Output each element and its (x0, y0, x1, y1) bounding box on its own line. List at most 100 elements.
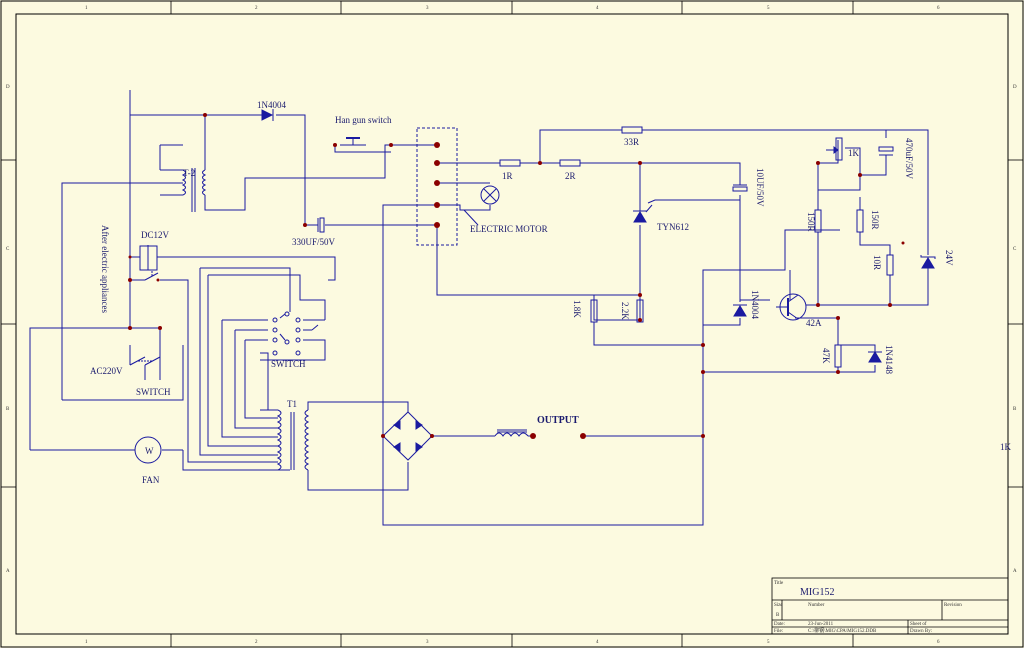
relay-contact (144, 270, 159, 281)
size-value: B (776, 613, 780, 618)
label-switch-main: SWITCH (136, 387, 171, 397)
resistor-1-8k (590, 299, 598, 323)
relay-coil-dc12v (139, 245, 158, 271)
row-a-left: A (6, 569, 10, 574)
zone-labels: 1 2 3 4 5 6 1 2 3 4 5 6 D C B A D C B A (6, 6, 1017, 645)
motor-pointer (463, 209, 479, 226)
col-3-top: 3 (426, 6, 429, 11)
label-24v: 24V (944, 250, 954, 266)
electric-motor-symbol (480, 185, 500, 205)
resistor-150r-a (814, 209, 822, 233)
diode-1n4148 (868, 351, 882, 363)
selector-switch[interactable] (272, 311, 319, 356)
label-tyn612: TYN612 (657, 222, 689, 232)
label-switch-selector: SWITCH (271, 359, 306, 369)
row-c-left: C (6, 247, 10, 252)
row-d-right: D (1013, 85, 1017, 90)
components (129, 109, 936, 471)
row-b-left: B (6, 407, 10, 412)
zener-24v (920, 255, 936, 269)
label-diode-top: 1N4004 (257, 100, 286, 110)
resistor-1r (499, 159, 521, 167)
number-caption: Number (808, 603, 825, 608)
row-d-left: D (6, 85, 10, 90)
capacitor-330uf (317, 217, 325, 233)
resistor-10r (886, 254, 894, 276)
resistor-33r (621, 126, 643, 134)
revision-caption: Revision (944, 603, 962, 608)
row-a-right: A (1013, 569, 1017, 574)
label-2r: 2R (565, 171, 576, 181)
terminal-box (416, 127, 458, 246)
han-gun-switch[interactable] (340, 137, 366, 146)
transistor-42a (776, 293, 807, 321)
potentiometer-1k (826, 137, 843, 161)
label-electric-motor: ELECTRIC MOTOR (470, 224, 548, 234)
label-1n4148: 1N4148 (884, 345, 894, 374)
col-1-bottom: 1 (85, 640, 88, 645)
label-1r: 1R (502, 171, 513, 181)
row-c-right: C (1013, 247, 1017, 252)
transformer-t2 (181, 168, 207, 212)
switch-ac220v[interactable] (129, 356, 161, 380)
size-caption: Size (774, 603, 783, 608)
label-stray-1k: 1K (1000, 442, 1012, 452)
col-2-top: 2 (255, 6, 258, 11)
date-caption: Date: (774, 622, 785, 627)
capacitor-470uf (878, 146, 894, 156)
label-t2: T-2 (183, 168, 195, 178)
label-2-2k: 2.2K (620, 302, 630, 320)
col-1-top: 1 (85, 6, 88, 11)
label-1-8k: 1.8K (572, 300, 582, 318)
date-value: 23-Jun-2011 (808, 622, 834, 627)
thyristor-tyn612 (633, 200, 653, 223)
label-dc12v: DC12V (141, 230, 170, 240)
label-10uf: 10UF/50V (755, 168, 765, 207)
diode-1n4004-top (261, 109, 274, 121)
col-4-top: 4 (596, 6, 599, 11)
title-value: MIG152 (800, 587, 834, 598)
junctions (128, 113, 905, 439)
col-6-top: 6 (937, 6, 940, 11)
label-fan-w: W (145, 446, 154, 456)
resistor-47k (834, 344, 842, 368)
col-4-bottom: 4 (596, 640, 599, 645)
label-150r-b: 150R (870, 210, 880, 230)
file-caption: File: (774, 629, 783, 634)
col-2-bottom: 2 (255, 640, 258, 645)
output-inductor (494, 429, 529, 437)
transformer-t1 (276, 409, 310, 471)
resistor-2r (559, 159, 581, 167)
fan-motor (134, 436, 162, 464)
label-47k: 47K (821, 348, 831, 364)
label-han-gun-switch: Han gun switch (335, 115, 392, 125)
label-150r-a: 150R (806, 212, 816, 232)
label-output: OUTPUT (537, 415, 579, 426)
drawn-by-caption: Drawn By: (910, 629, 932, 634)
col-6-bottom: 6 (937, 640, 940, 645)
label-cap-330: 330UF/50V (292, 237, 336, 247)
label-t1: T1 (287, 399, 297, 409)
label-33r: 33R (624, 137, 639, 147)
label-diode-mid: 1N4004 (750, 290, 760, 319)
label-470uf: 470uF/50V (904, 138, 914, 180)
col-5-bottom: 5 (767, 640, 770, 645)
sheet-caption: Sheet of (910, 622, 927, 627)
col-5-top: 5 (767, 6, 770, 11)
component-labels: 1N4004 Han gun switch T-2 DC12V After el… (90, 100, 1012, 485)
label-10r: 10R (872, 255, 882, 270)
diode-1n4004-mid (733, 304, 747, 317)
file-value: C:\柳钢\MIG\CPA\MIG152.DDB (808, 627, 877, 634)
label-42a: 42A (806, 318, 822, 328)
label-ac220v: AC220V (90, 366, 123, 376)
label-after-electric: After electric appliances (100, 225, 110, 313)
title-block: Title MIG152 Size B Number Revision Date… (771, 577, 1009, 635)
row-b-right: B (1013, 407, 1017, 412)
label-1k: 1K (848, 148, 860, 158)
col-3-bottom: 3 (426, 640, 429, 645)
resistor-150r-b (856, 209, 864, 233)
wires (29, 90, 929, 526)
